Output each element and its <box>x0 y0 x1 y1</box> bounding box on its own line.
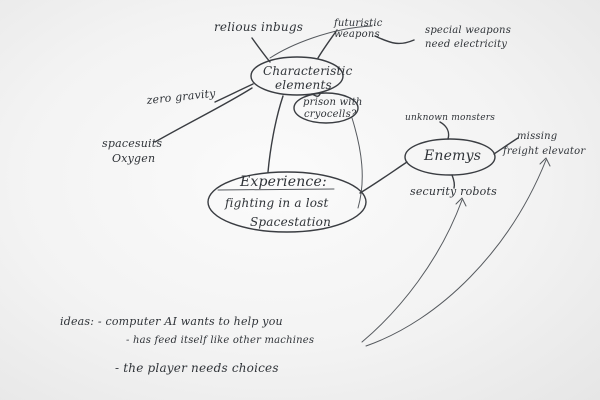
note-missing-elevator-line1: missing <box>517 131 558 142</box>
link-characteristic-spacesuits <box>154 87 253 143</box>
note-missing-elevator-line2: freight elevator <box>503 146 586 157</box>
note-spacesuits-line1: spacesuits <box>102 137 163 150</box>
note-ideas-line1: ideas: - computer AI wants to help you <box>60 315 283 328</box>
arrowhead-robots <box>455 197 467 207</box>
note-special-weapons-line2: need electricity <box>425 39 508 50</box>
note-ideas-line2: - has feed itself like other machines <box>126 335 315 346</box>
link-prison-experience <box>351 117 363 209</box>
note-spacesuits-line2: Oxygen <box>112 152 156 165</box>
link-characteristic-zerogravity <box>214 83 254 103</box>
prison-ellipse <box>293 92 359 124</box>
enemys-ellipse <box>404 138 496 176</box>
note-experience-line1: Experience: <box>240 174 327 190</box>
link-characteristic-weapons <box>317 29 338 59</box>
note-prison-line1: prison with <box>303 97 363 108</box>
note-prison-line2: cryocells? <box>304 109 357 120</box>
link-weapons-tail <box>269 25 373 59</box>
note-enemys: Enemys <box>424 148 482 164</box>
experience-ellipse <box>207 171 367 233</box>
note-ideas-line3: - the player needs choices <box>115 361 279 375</box>
note-futuristic-weapons-line1: futuristic <box>334 18 383 29</box>
link-weapons-special <box>374 35 415 45</box>
note-futuristic-weapons-line2: weapons <box>334 29 380 40</box>
note-special-weapons-line1: special weapons <box>425 25 512 36</box>
note-religious-bugs: relious inbugs <box>214 20 304 34</box>
experience-underline <box>217 188 335 191</box>
note-security-robots: security robots <box>410 185 497 198</box>
note-characteristic-line1: Characteristic <box>263 64 353 78</box>
arrowhead-elevator <box>539 157 551 167</box>
characteristic-ellipse <box>250 56 344 96</box>
note-experience-line2: fighting in a lost <box>225 196 329 210</box>
link-characteristic-bugs <box>251 37 271 63</box>
link-characteristic-prison <box>311 93 321 97</box>
link-enemys-monsters <box>439 121 450 140</box>
link-experience-enemys <box>359 161 408 194</box>
note-unknown-monsters: unknown monsters <box>405 113 496 123</box>
link-experience-characteristic <box>267 95 284 173</box>
link-ideas-robots <box>361 199 463 343</box>
link-enemys-robots <box>451 174 456 189</box>
link-enemys-elevator <box>493 137 519 155</box>
note-characteristic-line2: elements <box>275 78 332 92</box>
note-experience-line3: Spacestation <box>250 215 332 229</box>
link-ideas-elevator <box>365 159 547 347</box>
